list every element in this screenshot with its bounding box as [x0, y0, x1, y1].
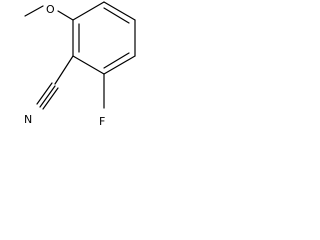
chemical-structure-diagram: O N F [24, 1, 136, 128]
oxygen-label: O [46, 3, 55, 16]
methyl-oxygen-bond [24, 5, 44, 17]
ring-bond-top-right [72, 1, 105, 21]
nitrogen-label: N [24, 113, 32, 126]
nitrile-triple-bond-3 [42, 87, 59, 110]
nitrile-triple-bond-1 [36, 82, 53, 105]
ring-bond-bottom-left [72, 55, 105, 75]
nitrile-triple-bond-2 [39, 85, 56, 108]
ring-double-bond-bottom [103, 52, 130, 69]
ring-double-bond-top [103, 7, 130, 24]
oxygen-ring-bond [57, 10, 74, 21]
ring-bond-right-top [103, 1, 136, 21]
fluorine-label: F [99, 115, 105, 128]
ring-nitrile-bond [54, 55, 74, 85]
ring-bond-right-bottom [103, 55, 136, 75]
